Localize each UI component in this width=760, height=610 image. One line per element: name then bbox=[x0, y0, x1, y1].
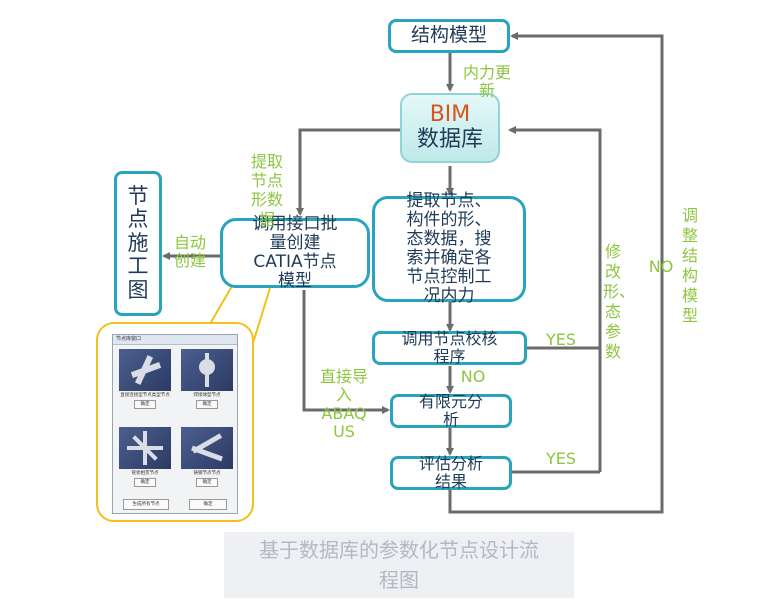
label-line: US bbox=[333, 422, 355, 442]
structure-model-text: 结构模型 bbox=[410, 24, 487, 47]
fea-node: 有限元分 析 bbox=[390, 392, 512, 429]
bim-line2: 数据库 bbox=[416, 127, 483, 152]
confirm-button[interactable]: 确定 bbox=[134, 478, 156, 487]
drawing-char: 点 bbox=[127, 207, 149, 232]
node-library-window: 节点库窗口 直接连接型节点类型节点 确定 焊接球型节点 确定 管状相贯节点 bbox=[112, 334, 238, 514]
yes-check-label: YES bbox=[545, 330, 577, 349]
generate-all-nodes-button[interactable]: 生成所有节点 bbox=[123, 499, 169, 510]
caption-line2: 程图 bbox=[379, 568, 419, 592]
label-line: 内力更 bbox=[462, 63, 511, 82]
eval-line2: 结果 bbox=[434, 472, 467, 491]
label-line: 创建 bbox=[173, 251, 206, 271]
fea-line2: 析 bbox=[442, 410, 459, 429]
node-preview-image bbox=[119, 427, 171, 469]
drawing-char: 施 bbox=[127, 230, 149, 255]
auto-create-label: 自动 创建 bbox=[170, 233, 210, 271]
extract-line4: 索并确定各 bbox=[406, 248, 492, 268]
extract-line6: 况内力 bbox=[423, 286, 475, 307]
catia-line3: CATIA节点 bbox=[253, 252, 337, 272]
node-type-cell: 管状相贯节点 确定 bbox=[119, 427, 171, 487]
label-line: 新 bbox=[478, 81, 495, 101]
bim-line1: BIM bbox=[429, 102, 471, 128]
extract-line1: 提取节点、 bbox=[406, 190, 492, 211]
arrow-bim-to-catia bbox=[296, 128, 400, 216]
adjust-model-label: 调整结构模型 bbox=[681, 206, 698, 325]
label-line: 自动 bbox=[173, 233, 206, 252]
confirm-all-button[interactable]: 确定 bbox=[189, 499, 227, 510]
arrow-check-yes-to-bim bbox=[508, 126, 602, 350]
node-type-cell: 铸钢节点节点 确定 bbox=[181, 427, 233, 487]
window-title: 节点库窗口 bbox=[113, 335, 237, 345]
node-type-caption: 直接连接型节点类型节点 bbox=[120, 393, 170, 398]
node-preview-image bbox=[181, 349, 233, 391]
node-type-cell: 直接连接型节点类型节点 确定 bbox=[119, 349, 171, 409]
bim-database-node: BIM 数据库 bbox=[400, 93, 500, 163]
structure-model-node: 结构模型 bbox=[388, 19, 510, 53]
arrow-eval-no-to-model bbox=[448, 32, 664, 514]
node-type-caption: 焊接球型节点 bbox=[193, 393, 221, 398]
node-library-thumbnail: 节点库窗口 直接连接型节点类型节点 确定 焊接球型节点 确定 管状相贯节点 bbox=[96, 322, 254, 522]
confirm-button[interactable]: 确定 bbox=[134, 400, 156, 409]
no-adjust-label: NO bbox=[648, 257, 674, 276]
node-preview-image bbox=[181, 427, 233, 469]
catia-line4: 模型 bbox=[278, 271, 312, 292]
label-line: 直接导 bbox=[319, 367, 368, 386]
extract-data-node: 提取节点、 构件的形、 态数据，搜 索并确定各 节点控制工 况内力 bbox=[372, 191, 526, 306]
drawing-char: 图 bbox=[127, 277, 149, 302]
check-program-node: 调用节点校核 程序 bbox=[372, 329, 527, 366]
direct-import-label: 直接导 入 ABAQ US bbox=[314, 367, 374, 442]
catia-line2: 量创建 bbox=[269, 232, 321, 253]
eval-line1: 评估分析 bbox=[418, 454, 483, 474]
construction-drawing-node: 节 点 施 工 图 bbox=[114, 171, 162, 316]
node-preview-image bbox=[119, 349, 171, 391]
extract-line3: 态数据，搜 bbox=[406, 228, 492, 249]
yes-eval-label: YES bbox=[545, 449, 577, 468]
node-type-caption: 铸钢节点节点 bbox=[193, 471, 221, 476]
label-line: 入 bbox=[335, 385, 352, 405]
extract-line5: 节点控制工 bbox=[406, 267, 492, 288]
internal-force-update-label: 内力更 新 bbox=[456, 63, 518, 101]
confirm-button[interactable]: 确定 bbox=[196, 400, 218, 409]
catia-line1: 调用接口批 bbox=[252, 213, 338, 234]
extract-line2: 构件的形、 bbox=[406, 209, 492, 230]
extract-shape-label: 提取节点形数据 bbox=[250, 152, 283, 229]
catia-model-node: 调用接口批 量创建 CATIA节点 模型 bbox=[220, 213, 370, 292]
node-type-caption: 管状相贯节点 bbox=[131, 471, 159, 476]
caption-line1: 基于数据库的参数化节点设计流 bbox=[259, 538, 539, 562]
no-check-label: NO bbox=[460, 367, 486, 386]
confirm-button[interactable]: 确定 bbox=[196, 478, 218, 487]
label-line: ABAQ bbox=[321, 403, 367, 423]
check-line1: 调用节点校核 bbox=[401, 329, 498, 349]
fea-line1: 有限元分 bbox=[418, 392, 483, 412]
figure-caption: 基于数据库的参数化节点设计流 程图 bbox=[224, 532, 574, 598]
drawing-char: 工 bbox=[127, 254, 149, 279]
drawing-char: 节 bbox=[127, 183, 149, 208]
evaluate-results-node: 评估分析 结果 bbox=[390, 454, 512, 491]
node-type-cell: 焊接球型节点 确定 bbox=[181, 349, 233, 409]
check-line2: 程序 bbox=[433, 347, 466, 366]
arrow-catia-to-fea bbox=[302, 290, 390, 414]
modify-shape-label: 修改形、态参数 bbox=[603, 242, 636, 361]
